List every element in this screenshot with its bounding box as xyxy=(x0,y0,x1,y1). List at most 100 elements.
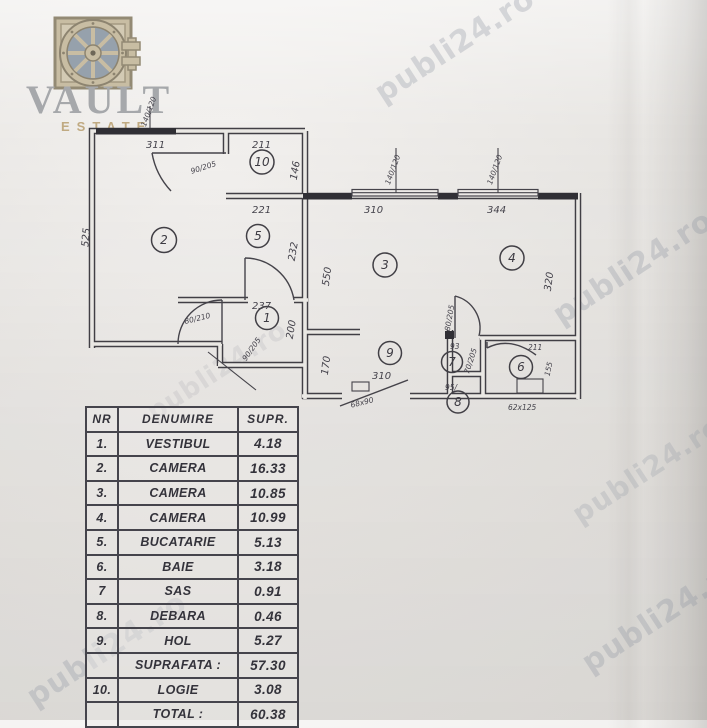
table-row: 3. CAMERA 10.85 xyxy=(87,481,297,507)
header-suprafata: SUPR. xyxy=(247,412,289,427)
dim-loggia-width: 211 xyxy=(252,140,271,151)
cell-area: 57.30 xyxy=(250,657,286,673)
cell-name: DEBARA xyxy=(119,604,239,628)
dim-sas-width: 93 xyxy=(450,342,460,351)
cell-area: 5.13 xyxy=(254,534,282,550)
room-4-camera: 4 xyxy=(508,251,516,265)
cell-nr xyxy=(87,653,119,677)
cell-nr xyxy=(87,703,119,726)
cell-nr: 1. xyxy=(87,432,119,456)
window-room3-size: 140/120 xyxy=(383,153,402,186)
table-row: 6. BAIE 3.18 xyxy=(87,555,297,581)
cell-name: VESTIBUL xyxy=(119,432,239,456)
cell-name: CAMERA xyxy=(119,457,239,480)
dim-loggia-height: 146 xyxy=(289,160,303,181)
door-room4-size: 80/205 xyxy=(443,304,456,332)
table-row-total: TOTAL : 60.38 xyxy=(87,703,297,726)
dim-hol-width: 310 xyxy=(372,371,391,382)
cell-area: 16.33 xyxy=(250,460,286,476)
cell-name: HOL xyxy=(119,629,239,652)
dim-entry-door: 68x90 xyxy=(350,395,375,409)
dim-debara-width: 95/ xyxy=(445,383,459,392)
solid-wall-blocks xyxy=(96,128,578,339)
cell-nr: 2. xyxy=(87,457,119,480)
logo-name: VAULT xyxy=(26,77,173,122)
room-7-sas: 7 xyxy=(448,355,456,369)
door-room2-size: 80/210 xyxy=(183,311,211,326)
cell-area: 5.27 xyxy=(254,633,282,649)
cell-nr: 5. xyxy=(87,530,119,554)
bathtub xyxy=(516,378,544,394)
table-row: 2. CAMERA 16.33 xyxy=(87,457,297,482)
agency-logo: VAULT ESTATE xyxy=(0,0,200,150)
cell-area: 0.91 xyxy=(254,583,282,599)
dim-vestibul-height: 200 xyxy=(285,319,299,340)
dim-room3-width: 310 xyxy=(364,205,383,216)
dim-kitchen-width: 221 xyxy=(252,205,271,216)
header-denumire: DENUMIRE xyxy=(119,408,239,431)
cell-area: 60.38 xyxy=(250,706,286,722)
table-header-row: NR DENUMIRE SUPR. xyxy=(87,408,297,433)
window-room4-size: 140/120 xyxy=(485,153,504,186)
room-9-hol: 9 xyxy=(386,346,394,360)
room-1-vestibul: 1 xyxy=(263,311,271,325)
dim-bath-width: 211 xyxy=(528,343,542,352)
cell-name: BUCATARIE xyxy=(119,530,239,554)
cell-name: SUPRAFATA : xyxy=(119,653,239,677)
cell-nr: 3. xyxy=(87,481,119,505)
header-nr: NR xyxy=(87,408,119,431)
table-row: 7 SAS 0.91 xyxy=(87,580,297,605)
cell-area: 10.99 xyxy=(250,510,286,526)
table-row: 9. HOL 5.27 xyxy=(87,629,297,654)
room-5-bucatarie: 5 xyxy=(254,229,262,243)
table-row: 5. BUCATARIE 5.13 xyxy=(87,530,297,556)
dim-east-height: 550 xyxy=(321,266,335,286)
room-8-debara: 8 xyxy=(454,395,462,409)
table-row: 8. DEBARA 0.46 xyxy=(87,604,297,630)
table-row-suprafata: SUPRAFATA : 57.30 xyxy=(87,653,297,679)
plan-walls-inner xyxy=(90,129,580,399)
table-row: 1. VESTIBUL 4.18 xyxy=(87,432,297,458)
dim-bath-height: 155 xyxy=(543,361,555,377)
entry-step xyxy=(351,381,370,392)
dim-room4-width: 344 xyxy=(487,205,506,216)
dim-room2-height: 525 xyxy=(80,228,93,248)
cell-name: BAIE xyxy=(119,555,239,579)
cell-area: 0.46 xyxy=(254,608,282,624)
door-vestibul-size: 90/205 xyxy=(240,336,263,363)
cell-nr: 6. xyxy=(87,555,119,579)
cell-nr: 7 xyxy=(87,580,119,603)
dim-bathtub-size: 62x125 xyxy=(508,403,537,412)
cell-area: 4.18 xyxy=(254,436,282,452)
door-arcs xyxy=(151,152,537,407)
vault-door-icon xyxy=(53,16,141,90)
cell-name: SAS xyxy=(119,580,239,603)
cell-name: CAMERA xyxy=(119,481,239,505)
window-room4 xyxy=(457,148,539,197)
dim-room4-height: 320 xyxy=(543,271,557,291)
cell-name: TOTAL : xyxy=(119,703,239,726)
window-left-size: 140/120 xyxy=(139,95,158,128)
room-area-table: NR DENUMIRE SUPR. 1. VESTIBUL 4.18 2. CA… xyxy=(85,406,299,728)
cell-name: LOGIE xyxy=(119,678,239,702)
dim-vestibul-width: 237 xyxy=(252,301,272,312)
cell-nr: 8. xyxy=(87,604,119,628)
cell-nr: 10. xyxy=(87,678,119,702)
table-row: 10. LOGIE 3.08 xyxy=(87,678,297,704)
room-2-camera: 2 xyxy=(160,233,168,247)
dim-hol-height: 170 xyxy=(320,355,334,375)
dim-kitchen-height: 232 xyxy=(287,241,301,262)
dim-room2-width: 311 xyxy=(146,140,165,151)
table-row: 4. CAMERA 10.99 xyxy=(87,506,297,531)
cell-nr: 4. xyxy=(87,506,119,529)
room-6-baie: 6 xyxy=(517,360,525,374)
room-10-logie: 10 xyxy=(254,155,270,169)
cell-area: 3.18 xyxy=(254,559,282,575)
cell-area: 10.85 xyxy=(250,485,286,501)
door-loggia-size: 90/205 xyxy=(189,159,217,176)
cell-nr: 9. xyxy=(87,629,119,652)
cell-area: 3.08 xyxy=(254,682,282,698)
room-3-camera: 3 xyxy=(381,258,389,272)
